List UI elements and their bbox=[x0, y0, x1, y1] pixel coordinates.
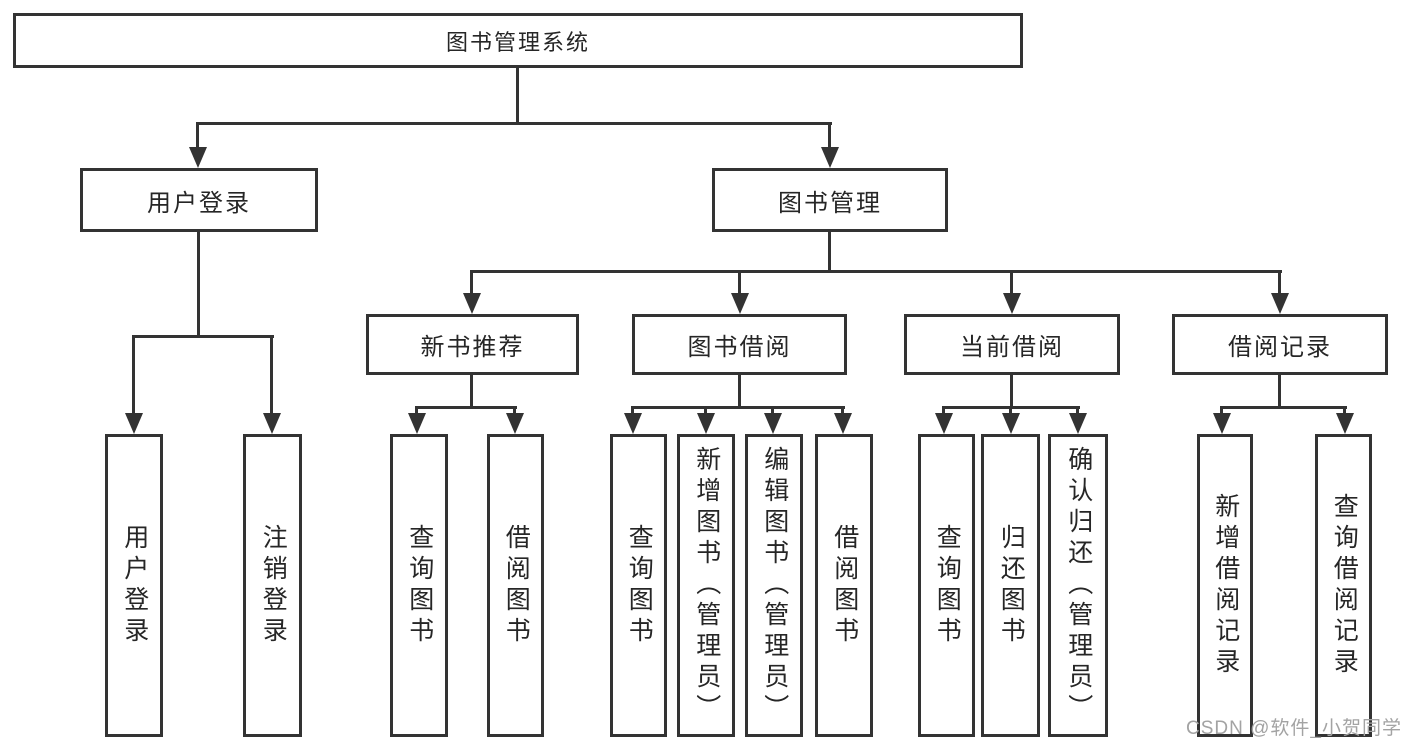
connector-recommend-stem bbox=[470, 374, 473, 409]
node-user-login: 用户登录 bbox=[80, 168, 318, 232]
leaf-query-borrow-record-label: 查询借阅记录 bbox=[1330, 492, 1359, 679]
node-book-borrowing-label: 图书借阅 bbox=[687, 334, 792, 361]
node-borrowing-records-label: 借阅记录 bbox=[1228, 334, 1332, 361]
node-library-system: 图书管理系统 bbox=[13, 13, 1023, 68]
connector-root-branch bbox=[196, 122, 832, 125]
arrow-down-icon bbox=[1009, 409, 1012, 413]
arrow-down-icon bbox=[828, 125, 831, 147]
node-new-book-recommend-label: 新书推荐 bbox=[420, 334, 525, 361]
arrow-down-icon bbox=[1278, 273, 1281, 293]
connector-records-branch bbox=[1220, 406, 1347, 409]
node-current-borrowing: 当前借阅 bbox=[904, 314, 1120, 375]
arrow-down-icon bbox=[1010, 273, 1013, 293]
arrow-down-icon bbox=[470, 273, 473, 293]
node-book-management: 图书管理 bbox=[712, 168, 948, 232]
connector-user-login-branch bbox=[132, 335, 274, 338]
node-book-borrowing: 图书借阅 bbox=[632, 314, 847, 375]
arrow-down-icon bbox=[738, 273, 741, 293]
leaf-query-books-recommend: 查询图书 bbox=[390, 434, 448, 737]
arrow-down-icon bbox=[1076, 409, 1079, 413]
watermark: CSDN @软件_小贺同学 bbox=[1186, 718, 1402, 739]
leaf-query-books-borrowing-label: 查询图书 bbox=[625, 523, 654, 648]
leaf-borrow-books-recommend-label: 借阅图书 bbox=[502, 523, 531, 648]
connector-current-stem bbox=[1010, 374, 1013, 409]
node-user-login-label: 用户登录 bbox=[147, 189, 251, 217]
connector-book-mgmt-stem bbox=[828, 231, 831, 273]
arrow-down-icon bbox=[513, 409, 516, 413]
leaf-borrow-books-borrowing-label: 借阅图书 bbox=[830, 523, 859, 648]
connector-user-login-stem bbox=[197, 231, 200, 338]
arrow-down-icon bbox=[631, 409, 634, 413]
leaf-add-book-admin-label: 新增图书（管理员） bbox=[692, 446, 721, 725]
leaf-query-books-borrowing: 查询图书 bbox=[610, 434, 667, 737]
connector-recommend-branch bbox=[415, 406, 517, 409]
arrow-down-icon bbox=[704, 409, 707, 413]
leaf-confirm-return-admin: 确认归还（管理员） bbox=[1048, 434, 1108, 737]
leaf-return-books: 归还图书 bbox=[981, 434, 1040, 737]
leaf-user-login: 用户登录 bbox=[105, 434, 163, 737]
leaf-query-books-current-label: 查询图书 bbox=[933, 523, 962, 648]
arrow-down-icon bbox=[841, 409, 844, 413]
arrow-down-icon bbox=[1220, 409, 1223, 413]
leaf-confirm-return-admin-label: 确认归还（管理员） bbox=[1064, 446, 1093, 725]
arrow-down-icon bbox=[415, 409, 418, 413]
arrow-down-icon bbox=[942, 409, 945, 413]
leaf-return-books-label: 归还图书 bbox=[997, 523, 1026, 648]
node-borrowing-records: 借阅记录 bbox=[1172, 314, 1388, 375]
arrow-down-icon bbox=[1343, 409, 1346, 413]
leaf-edit-book-admin: 编辑图书（管理员） bbox=[745, 434, 803, 737]
node-current-borrowing-label: 当前借阅 bbox=[960, 334, 1064, 361]
arrow-down-icon bbox=[270, 338, 273, 413]
leaf-user-login-label: 用户登录 bbox=[120, 523, 149, 648]
leaf-query-books-current: 查询图书 bbox=[918, 434, 975, 737]
leaf-query-books-recommend-label: 查询图书 bbox=[405, 523, 434, 648]
node-library-system-label: 图书管理系统 bbox=[445, 29, 590, 55]
leaf-logout-label: 注销登录 bbox=[259, 523, 288, 648]
connector-borrowing-branch bbox=[631, 406, 845, 409]
leaf-logout: 注销登录 bbox=[243, 434, 302, 737]
node-new-book-recommend: 新书推荐 bbox=[366, 314, 579, 375]
arrow-down-icon bbox=[196, 125, 199, 147]
leaf-add-borrow-record-label: 新增借阅记录 bbox=[1211, 492, 1240, 679]
connector-records-stem bbox=[1278, 374, 1281, 409]
connector-current-branch bbox=[942, 406, 1080, 409]
arrow-down-icon bbox=[132, 338, 135, 413]
connector-borrowing-stem bbox=[738, 374, 741, 409]
leaf-query-borrow-record: 查询借阅记录 bbox=[1315, 434, 1372, 737]
node-book-management-label: 图书管理 bbox=[778, 189, 882, 217]
connector-root-stem bbox=[516, 67, 519, 122]
leaf-edit-book-admin-label: 编辑图书（管理员） bbox=[760, 446, 789, 725]
leaf-borrow-books-borrowing: 借阅图书 bbox=[815, 434, 873, 737]
arrow-down-icon bbox=[771, 409, 774, 413]
leaf-add-book-admin: 新增图书（管理员） bbox=[677, 434, 735, 737]
leaf-add-borrow-record: 新增借阅记录 bbox=[1197, 434, 1253, 737]
leaf-borrow-books-recommend: 借阅图书 bbox=[487, 434, 544, 737]
connector-book-mgmt-branch bbox=[470, 270, 1282, 273]
